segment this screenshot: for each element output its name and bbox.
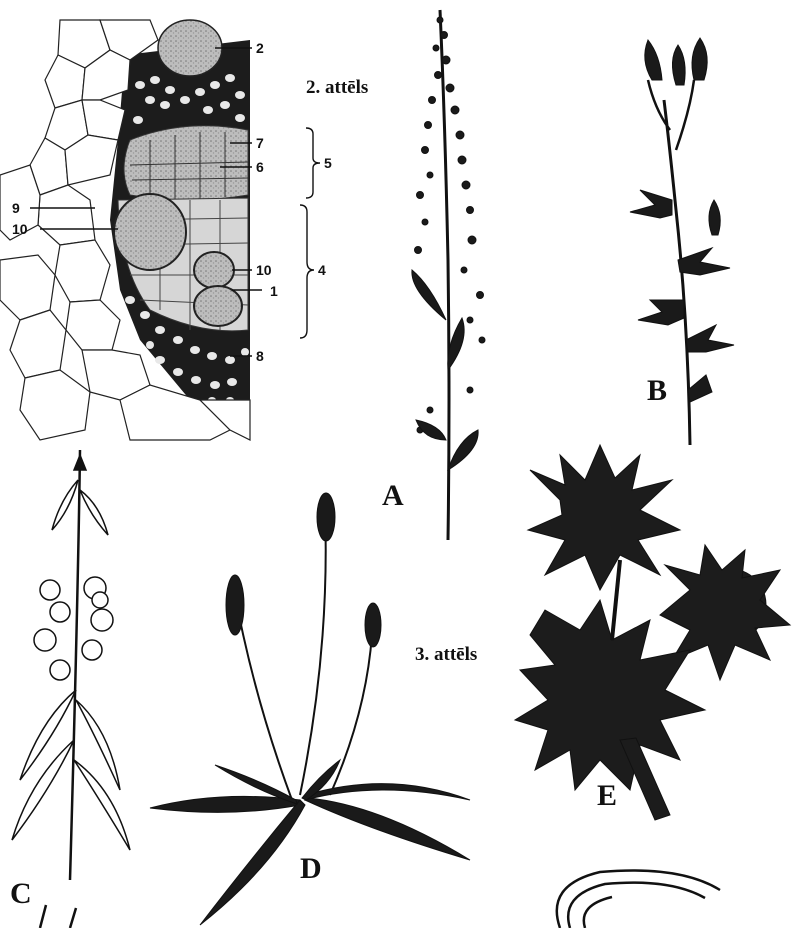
vessel (194, 252, 234, 288)
label-9: 9 (12, 200, 20, 216)
spiny-leaf (678, 248, 730, 275)
plant-label-a: A (382, 479, 404, 512)
rosette-leaf (305, 798, 470, 860)
plant-a-leaf (448, 430, 478, 470)
label-10-right: 10 (256, 262, 272, 278)
bracket-5 (306, 128, 320, 198)
plant-c-leaves (12, 480, 130, 850)
figure-3-caption: 3. attēls (415, 644, 477, 665)
spiny-leaf (638, 300, 684, 325)
plant-label-d: D (300, 852, 322, 885)
plant-b-illustration (630, 38, 734, 445)
bottom-partial-drawings (40, 870, 720, 928)
rosette-leaf (200, 800, 305, 925)
label-10-left: 10 (12, 221, 28, 237)
top-cell (158, 20, 222, 76)
label-5: 5 (324, 155, 332, 171)
plant-e-illustration (515, 445, 790, 820)
flower-spike (226, 575, 244, 635)
spiny-leaf (686, 325, 734, 352)
thistle-head (645, 40, 662, 80)
label-1: 1 (270, 283, 278, 299)
bracket-4 (300, 205, 314, 338)
figure-2-caption: 2. attēls (306, 77, 368, 98)
flower-spike (317, 493, 335, 541)
rosette-leaf (305, 784, 470, 800)
label-2: 2 (256, 40, 264, 56)
flower-spike (365, 603, 381, 647)
thistle-head (709, 200, 720, 235)
label-4: 4 (318, 262, 326, 278)
thistle-head (692, 38, 707, 80)
plant-label-e: E (597, 779, 617, 812)
vessel (194, 286, 242, 326)
spiny-leaf (630, 190, 672, 218)
plant-a-leaf (448, 318, 464, 370)
thistle-head (672, 45, 685, 85)
vascular-bundle-section: 2 7 6 5 9 10 10 4 1 8 2. attēls (0, 20, 368, 440)
plant-a-illustration (412, 10, 485, 540)
plant-a-leaf (412, 270, 446, 320)
spiny-leaf (688, 375, 712, 402)
label-6: 6 (256, 159, 264, 175)
plant-c-flowers (34, 577, 113, 680)
label-7: 7 (256, 135, 264, 151)
large-vessel (114, 194, 186, 270)
bracts (528, 445, 680, 590)
rosette-leaf (150, 796, 300, 812)
plant-label-c: C (10, 877, 32, 910)
plant-label-b: B (647, 374, 667, 407)
plant-c-illustration (12, 450, 130, 880)
label-8: 8 (256, 348, 264, 364)
spiny-leaf-mass (515, 600, 705, 790)
